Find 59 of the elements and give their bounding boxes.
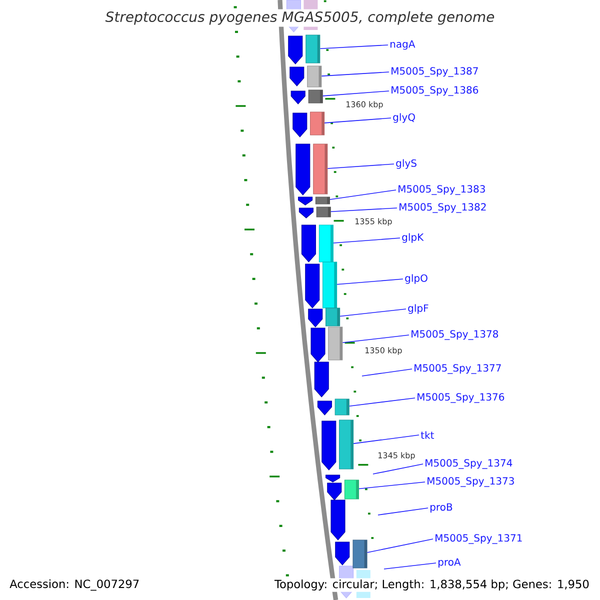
leader-line <box>322 90 390 96</box>
gene-bar <box>322 262 338 308</box>
gene-label: proB <box>430 503 452 513</box>
gene-label: glpO <box>405 274 428 284</box>
leader-line <box>336 278 404 285</box>
gene-bar <box>334 398 350 416</box>
gene-label: M5005_Spy_1378 <box>412 330 498 340</box>
leader-line <box>342 334 410 344</box>
scale-label: 1350 kbp <box>365 347 402 355</box>
info-text: Topology: circular; Length: 1,838,554 bp; Genes: 1,950 <box>273 578 591 592</box>
gene-bar <box>307 66 322 88</box>
gene-label: nagA <box>390 40 416 50</box>
gene-bar <box>310 112 325 136</box>
gene-label: glpK <box>402 233 424 243</box>
leader-line <box>358 482 426 490</box>
leader-line <box>321 72 390 76</box>
gene-label: glyQ <box>393 113 415 123</box>
leader-line <box>320 44 388 50</box>
leader-line <box>327 164 394 169</box>
leader-line <box>353 434 420 444</box>
gene-label: M5005_Spy_1377 <box>414 364 501 374</box>
leader-line <box>330 208 398 212</box>
gene-label: M5005_Spy_1376 <box>418 393 504 403</box>
leader-line <box>372 464 424 474</box>
gene-label: M5005_Spy_1373 <box>428 477 514 487</box>
title: Streptococcus pyogenes MGAS5005, complete genome <box>103 9 497 27</box>
gene-label: glpF <box>408 304 428 314</box>
leader-line <box>324 118 392 124</box>
gene-label: M5005_Spy_1382 <box>400 203 486 213</box>
scale-label: 1355 kbp <box>355 218 392 226</box>
gene-label: glyS <box>396 159 416 169</box>
gene-label: M5005_Spy_1387 <box>392 67 478 77</box>
gene-bar <box>306 34 320 64</box>
leader-line <box>378 508 428 516</box>
gene-label: M5005_Spy_1386 <box>392 86 478 96</box>
leader-line <box>366 538 434 553</box>
scale-label: 1360 kbp <box>346 101 383 109</box>
gene-bar <box>352 540 368 568</box>
scale-label: 1345 kbp <box>378 452 415 460</box>
leader-line <box>348 398 416 406</box>
info-text: Accession: NC_007297 <box>10 579 139 591</box>
gene-bar <box>315 196 330 204</box>
gene-bar <box>339 420 354 470</box>
leader-line <box>330 190 396 200</box>
gene-label: M5005_Spy_1383 <box>398 185 485 195</box>
leader-line <box>384 562 436 570</box>
gene-bar <box>344 480 359 500</box>
gene-bar <box>318 224 334 262</box>
gene-bar <box>308 90 323 104</box>
gene-label: M5005_Spy_1371 <box>436 534 522 544</box>
gene-label: proA <box>438 558 461 568</box>
gene-label: M5005_Spy_1374 <box>426 459 512 469</box>
gene-bar <box>316 206 331 218</box>
gene-label: tkt <box>420 431 434 439</box>
gene-bar <box>326 308 340 326</box>
leader-line <box>333 238 400 244</box>
gene-bar <box>328 326 343 360</box>
gene-bar <box>313 144 328 194</box>
leader-line <box>362 368 412 376</box>
